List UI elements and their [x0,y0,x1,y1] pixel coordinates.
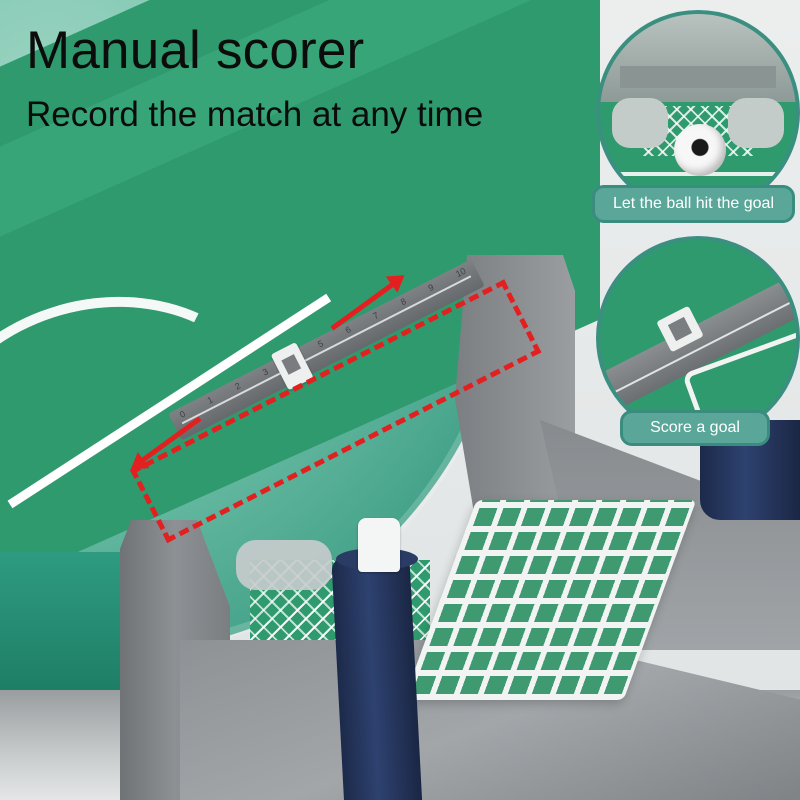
scorer-number: 3 [260,366,270,378]
scorer-number: 0 [178,408,188,420]
scorer-number: 8 [398,296,408,308]
inset-frame-top [600,14,796,103]
scorer-number: 2 [233,380,243,392]
soccer-ball-icon [674,124,726,176]
scorer-number: 9 [426,282,436,294]
scorer-number: 7 [371,310,381,322]
player-hand-figure [358,518,400,572]
headline-title: Manual scorer [26,21,365,80]
callout-label-ball: Let the ball hit the goal [592,185,795,223]
scorer-number: 5 [316,338,326,350]
headline-subtitle: Record the match at any time [26,95,484,134]
glove-right-icon [728,98,784,148]
side-wall [0,552,140,692]
scorer-number: 1 [205,394,215,406]
inset-ball-goal [596,10,800,214]
callout-label-score: Score a goal [620,410,770,446]
glove-left-icon [612,98,668,148]
goalkeeper-glove [236,540,332,590]
scorer-number: 6 [343,324,353,336]
inset-bar [620,66,776,88]
control-rod-front [331,553,423,800]
